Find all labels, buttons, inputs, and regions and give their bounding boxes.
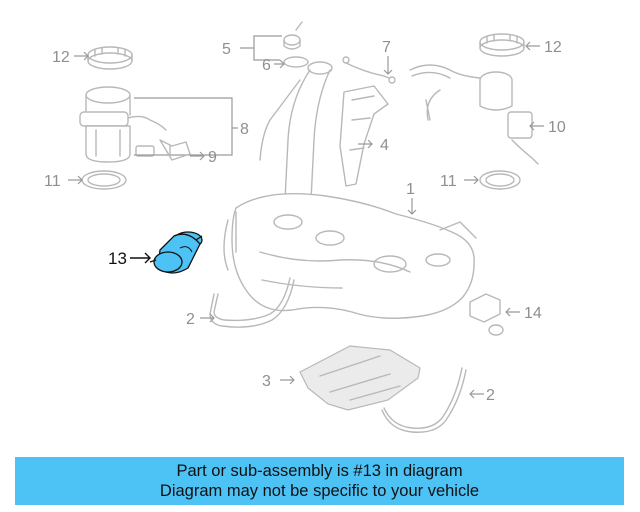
callout-7: 7 — [382, 39, 391, 56]
callout-11-left-arrow — [68, 175, 83, 185]
callout-5: 5 — [222, 41, 231, 58]
callout-3: 3 — [262, 373, 271, 390]
callout-2-right-arrow — [469, 389, 484, 399]
callout-13: 13 — [108, 249, 127, 268]
callout-12-left-arrow — [74, 51, 89, 61]
part-1-fuel-tank — [223, 193, 477, 319]
caption-line-2: Diagram may not be specific to your vehi… — [159, 482, 480, 500]
part-3-under-shield — [299, 345, 421, 411]
callout-4: 4 — [380, 137, 389, 154]
part-6-filler-ring — [283, 56, 309, 68]
part-14-sensor — [469, 293, 504, 336]
callout-11-right: 11 — [440, 173, 457, 190]
callout-4-arrow — [358, 139, 373, 149]
callout-5-bracket — [240, 35, 282, 61]
callout-13-arrow — [130, 252, 151, 264]
callout-8: 8 — [240, 121, 249, 138]
callout-2-right: 2 — [486, 387, 495, 404]
callout-7-arrow — [383, 56, 393, 75]
callout-11-left: 11 — [44, 173, 61, 190]
callout-6-arrow — [274, 59, 285, 69]
callout-11-right-arrow — [464, 175, 479, 185]
part-12-left-lock-ring — [87, 46, 133, 70]
callout-14-arrow — [505, 307, 520, 317]
part-7-hose — [342, 56, 396, 84]
callout-10-arrow — [529, 121, 544, 131]
caption-banner: Part or sub-assembly is #13 in diagram D… — [15, 457, 624, 505]
callout-12-left: 12 — [52, 49, 70, 66]
callout-14: 14 — [524, 305, 542, 322]
callout-10: 10 — [548, 119, 566, 136]
part-2-right-strap — [381, 367, 467, 433]
callout-3-arrow — [280, 375, 295, 385]
caption-line-1: Part or sub-assembly is #13 in diagram — [176, 462, 463, 480]
callout-2-left-arrow — [200, 313, 215, 323]
callout-1-arrow — [407, 198, 417, 215]
part-5-filler-cap — [283, 21, 303, 50]
part-10-pump-module-right — [409, 64, 539, 165]
callout-8-bracket — [134, 97, 238, 156]
part-11-left-seal — [81, 170, 127, 190]
callout-2-left: 2 — [186, 311, 195, 328]
callout-6: 6 — [262, 57, 271, 74]
callout-12-right: 12 — [544, 39, 562, 56]
callout-9-arrow — [190, 151, 205, 161]
callout-1: 1 — [406, 181, 415, 198]
part-12-right-lock-ring — [479, 33, 525, 57]
callout-9: 9 — [208, 149, 217, 166]
part-11-right-seal — [479, 170, 521, 190]
part-9-sensor — [159, 139, 191, 161]
parts-diagram: 12 8 9 11 5 6 — [44, 21, 566, 433]
part-4-heat-shield — [339, 85, 389, 187]
callout-12-right-arrow — [525, 41, 540, 51]
part-13-fuel-filter-highlighted[interactable] — [149, 231, 203, 274]
part-8-pump-module-left — [79, 86, 167, 163]
